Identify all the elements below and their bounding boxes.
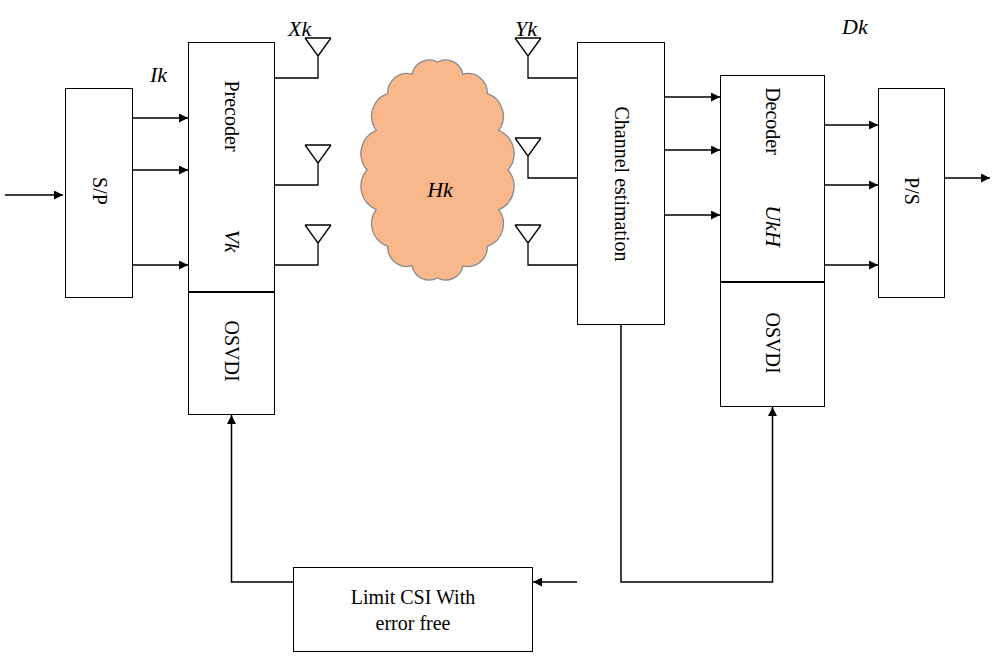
signal-label: Dk xyxy=(842,14,868,40)
math-symbol: UkH xyxy=(761,205,785,247)
box-label: OSVDI xyxy=(762,312,784,373)
ps-box: P/S xyxy=(878,88,945,298)
cloud-outline xyxy=(361,60,514,280)
signal-label: Xk xyxy=(288,16,311,42)
signal-arrow xyxy=(665,96,720,98)
antenna-symbol xyxy=(275,145,331,185)
channel-estimation-box: Channel estimation xyxy=(577,42,665,325)
box-label: OSVDI xyxy=(221,320,243,381)
csi-feedback-box: Limit CSI With error free xyxy=(293,567,533,652)
signal-arrow xyxy=(825,184,878,186)
box-label: Precoder xyxy=(221,80,243,151)
signal-arrow xyxy=(665,149,720,151)
signal-arrow xyxy=(133,264,188,266)
signal-label: Ik xyxy=(150,62,167,88)
signal-arrow xyxy=(232,415,294,582)
sp-box: S/P xyxy=(65,88,133,298)
box-label: S/P xyxy=(89,177,111,205)
box-label: Decoder xyxy=(762,87,784,155)
signal-arrow xyxy=(825,124,878,126)
box-label: Limit CSI With error free xyxy=(348,584,478,636)
signal-arrow xyxy=(133,169,188,171)
antenna-group xyxy=(275,38,577,265)
antenna-symbol xyxy=(515,225,577,265)
osvdi-box: OSVDI xyxy=(720,282,825,407)
signal-arrow xyxy=(825,264,878,266)
signal-arrow xyxy=(133,117,188,119)
signal-arrow xyxy=(533,581,577,583)
cloud-shape xyxy=(355,50,520,290)
antenna-symbol xyxy=(515,138,577,178)
box-label: Channel estimation xyxy=(611,107,633,262)
antenna-symbol xyxy=(275,38,331,78)
channel-cloud: Hk xyxy=(355,50,520,290)
decoder-box: DecoderUkH xyxy=(720,75,825,282)
signal-arrow xyxy=(665,214,720,216)
output-arrow xyxy=(945,177,990,179)
signal-arrow xyxy=(621,325,773,582)
antenna-symbol xyxy=(275,225,331,265)
antenna-symbol xyxy=(515,38,577,78)
box-label: P/S xyxy=(901,177,923,205)
signal-label: Yk xyxy=(515,16,537,42)
osvdi-box: OSVDI xyxy=(188,292,275,415)
precoder-box: PrecoderVk xyxy=(188,42,275,292)
math-symbol: Vk xyxy=(220,229,244,252)
input-arrow xyxy=(5,194,63,196)
math-symbol: Hk xyxy=(427,178,453,202)
